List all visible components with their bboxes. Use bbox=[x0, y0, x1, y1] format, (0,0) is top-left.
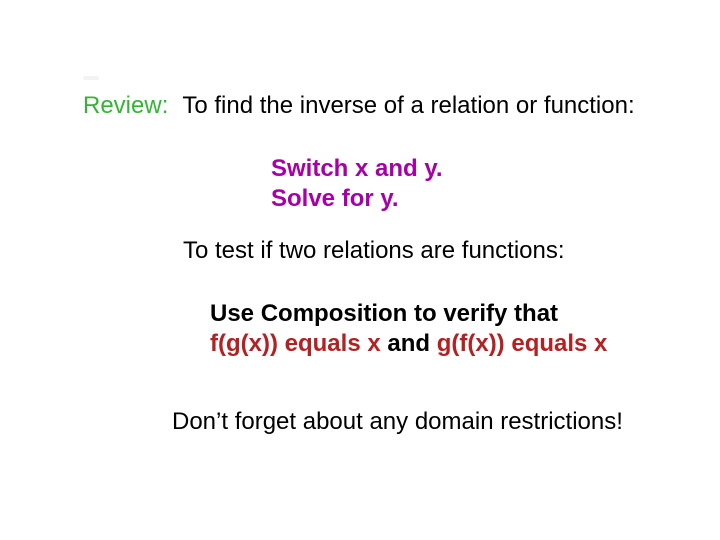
inverse-steps: Switch x and y. Solve for y. bbox=[271, 154, 443, 214]
step-switch-line: Switch x and y. bbox=[271, 155, 443, 182]
composition-line1: Use Composition to verify that bbox=[210, 300, 559, 327]
faint-smudge-artifact bbox=[83, 76, 99, 80]
review-heading-text: To find the inverse of a relation or fun… bbox=[182, 92, 635, 119]
composition-connector: and bbox=[380, 330, 437, 357]
step-solve-line: Solve for y. bbox=[271, 185, 399, 212]
composition-gfx: g(f(x)) equals x bbox=[436, 330, 608, 357]
composition-block: Use Composition to verify that f(g(x)) eq… bbox=[210, 299, 607, 359]
domain-reminder-line: Don’t forget about any domain restrictio… bbox=[172, 408, 623, 435]
review-label: Review: bbox=[83, 92, 169, 119]
review-heading: Review: To find the inverse of a relation… bbox=[83, 93, 635, 119]
composition-fgx: f(g(x)) equals x bbox=[210, 330, 381, 357]
test-relations-line: To test if two relations are functions: bbox=[183, 237, 565, 264]
